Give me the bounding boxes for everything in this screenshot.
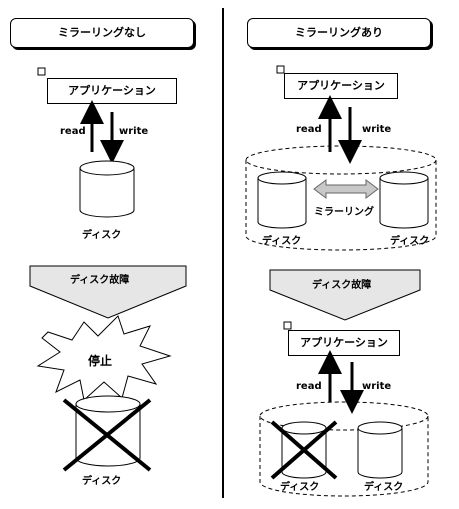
- left-app-label: アプリケーション: [68, 84, 156, 97]
- right-failure-label: ディスク故障: [312, 280, 372, 291]
- right-mirror-group-bottom: [259, 401, 429, 497]
- left-title: ミラーリングなし: [58, 26, 146, 39]
- stop-label: 停止: [88, 354, 113, 368]
- mirror-label: ミラーリング: [314, 207, 374, 218]
- right-app-label-bottom: アプリケーション: [300, 336, 388, 349]
- right-title: ミラーリングあり: [295, 26, 383, 39]
- left-write-label: write: [119, 126, 149, 137]
- left-app-corner-square: [37, 67, 46, 76]
- left-app-box: アプリケーション: [47, 78, 177, 104]
- left-disk-bottom-failed: [62, 395, 152, 472]
- right-disk-right-bottom: [357, 421, 403, 479]
- right-mirror-group-top: [245, 145, 437, 251]
- left-failure-label: ディスク故障: [70, 275, 130, 286]
- right-read-label-top: read: [296, 124, 322, 135]
- right-app-top-corner-square: [276, 65, 285, 74]
- left-failure-chevron: [29, 265, 187, 319]
- right-failure-chevron: [269, 269, 421, 321]
- right-disk-right-bottom-label: ディスク: [364, 482, 404, 493]
- mirror-double-arrow: [313, 179, 379, 199]
- right-read-label-bottom: read: [296, 381, 322, 392]
- right-write-label-bottom: write: [362, 381, 392, 392]
- right-write-label-top: write: [362, 124, 392, 135]
- left-title-box: ミラーリングなし: [10, 18, 194, 48]
- stop-burst: [36, 315, 172, 401]
- center-divider: [222, 8, 224, 498]
- right-disk-left-top: [257, 171, 307, 229]
- right-app-box-bottom: アプリケーション: [288, 330, 400, 356]
- right-disk-left-bottom-label: ディスク: [280, 482, 320, 493]
- right-disk-right-top: [379, 171, 429, 229]
- right-app-bottom-corner-square: [283, 321, 292, 330]
- right-app-box-top: アプリケーション: [284, 73, 398, 99]
- left-read-label: read: [60, 126, 86, 137]
- left-disk-top-label: ディスク: [82, 230, 122, 241]
- left-disk-top: [79, 160, 135, 218]
- right-title-box: ミラーリングあり: [247, 18, 431, 48]
- left-disk-bottom-label: ディスク: [82, 476, 122, 487]
- right-app-label-top: アプリケーション: [297, 79, 385, 92]
- right-disk-left-top-label: ディスク: [262, 236, 302, 247]
- right-disk-right-top-label: ディスク: [390, 236, 430, 247]
- right-disk-left-bottom-failed: [270, 420, 338, 480]
